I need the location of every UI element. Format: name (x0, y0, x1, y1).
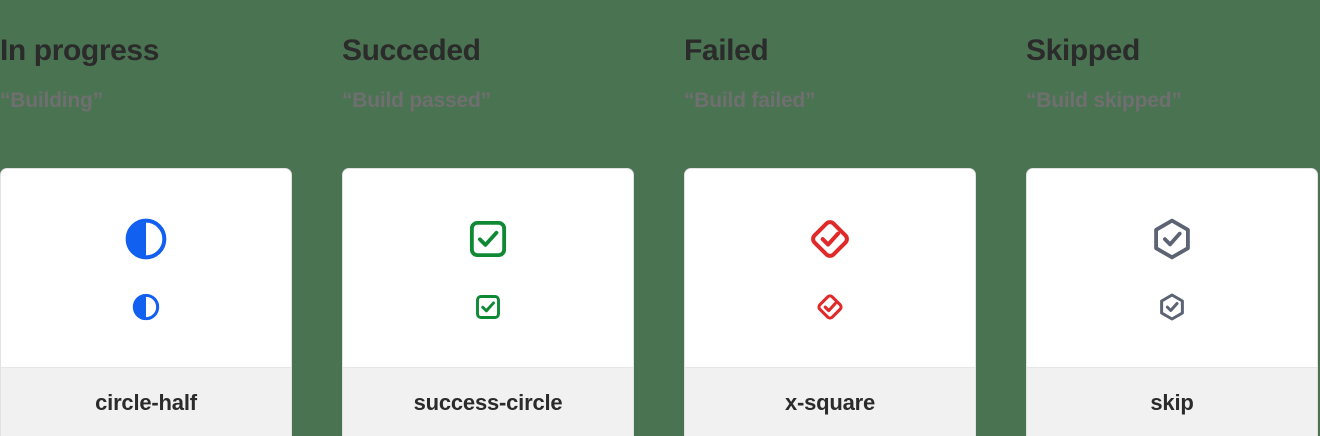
icon-card-body (685, 169, 975, 368)
circle-half-icon-small (132, 293, 160, 321)
status-column-skipped: Skipped “Build skipped” (1026, 0, 1320, 436)
icon-name-label: skip (1150, 390, 1194, 415)
status-column-failed: Failed “Build failed” (684, 0, 978, 436)
icon-card[interactable]: skip (1026, 168, 1318, 436)
column-heading: Skipped (1026, 34, 1140, 67)
icon-card-footer: skip (1027, 367, 1317, 436)
column-subheading: “Build skipped” (1026, 89, 1182, 112)
skip-icon (1149, 216, 1195, 262)
icon-card[interactable]: success-circle (342, 168, 634, 436)
column-heading: Failed (684, 34, 769, 67)
icon-card-footer: x-square (685, 367, 975, 436)
status-column-in-progress: In progress “Building” (0, 0, 294, 436)
status-column-succeded: Succeded “Build passed” (342, 0, 636, 436)
skip-icon-small (1157, 292, 1187, 322)
icon-slot-large (685, 215, 975, 263)
icon-slot-small (685, 291, 975, 323)
icon-card[interactable]: x-square (684, 168, 976, 436)
success-circle-icon-small (474, 293, 502, 321)
icon-slot-large (1027, 215, 1317, 263)
icon-card-body (1, 169, 291, 368)
icon-card-body (1027, 169, 1317, 368)
column-heading: In progress (0, 34, 159, 67)
column-subheading: “Building” (0, 89, 103, 112)
icon-card-footer: circle-half (1, 367, 291, 436)
column-heading: Succeded (342, 34, 481, 67)
icon-slot-large (343, 215, 633, 263)
column-subheading: “Build passed” (342, 89, 491, 112)
icon-card[interactable]: circle-half (0, 168, 292, 436)
icon-card-footer: success-circle (343, 367, 633, 436)
icon-card-body (343, 169, 633, 368)
x-square-icon (807, 216, 853, 262)
circle-half-icon (124, 217, 168, 261)
icon-slot-large (1, 215, 291, 263)
icon-name-label: circle-half (95, 390, 197, 415)
x-square-icon-small (815, 292, 845, 322)
icon-name-label: x-square (784, 390, 876, 415)
success-circle-icon (466, 217, 510, 261)
icon-slot-small (1, 291, 291, 323)
icon-name-label: success-circle (413, 390, 563, 415)
icon-slot-small (1027, 291, 1317, 323)
icon-slot-small (343, 291, 633, 323)
column-subheading: “Build failed” (684, 89, 816, 112)
